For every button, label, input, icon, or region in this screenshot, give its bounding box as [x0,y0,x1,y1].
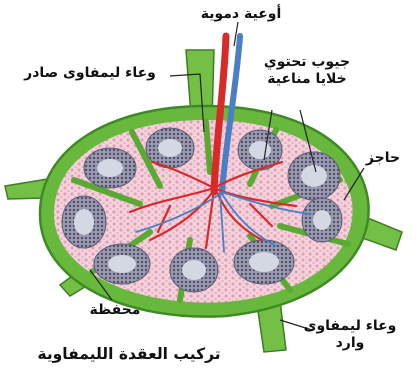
follicle [84,148,136,188]
follicle [62,196,106,248]
label-blood-vessels: أوعية دموية [194,6,288,23]
label-capsule: محفظة [80,302,150,319]
follicle [288,152,340,200]
label-efferent-lymph-vessel: وعاء ليمفاوى صادر [10,65,170,82]
label-sinuses: جيوب تحتوي خلايا مناعية [262,54,352,88]
follicle [234,240,294,284]
follicle [94,244,150,284]
follicle [170,248,218,292]
label-trabecula: حاجز [358,150,408,167]
label-afferent-lymph-vessel: وعاء ليمفاوى وارد [300,318,400,352]
follicle [302,198,342,242]
trabecula [206,122,210,172]
diagram-title: تركيب العقدة الليمفاوية [24,346,234,363]
